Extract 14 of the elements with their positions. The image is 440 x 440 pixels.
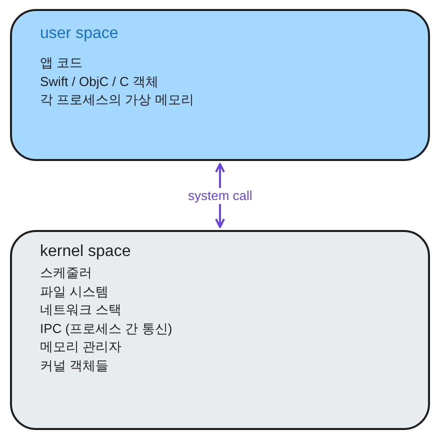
list-item: Swift / ObjC / C 객체 <box>40 72 158 90</box>
list-item: 네트워크 스택 <box>40 301 122 318</box>
region-heading: kernel space <box>40 242 131 262</box>
list-item: 앱 코드 <box>40 54 83 71</box>
list-item: 파일 시스템 <box>40 282 109 300</box>
region-box <box>10 230 430 430</box>
region-box <box>10 9 430 161</box>
region-heading: user space <box>40 24 118 44</box>
list-item: 커널 객체들 <box>40 356 109 374</box>
list-item: 스케줄러 <box>40 264 92 281</box>
list-item: IPC (프로세스 간 통신) <box>40 320 172 336</box>
list-item: 각 프로세스의 가상 메모리 <box>40 91 194 108</box>
list-item: 메모리 관리자 <box>40 338 122 355</box>
edge-label: system call <box>186 188 254 204</box>
